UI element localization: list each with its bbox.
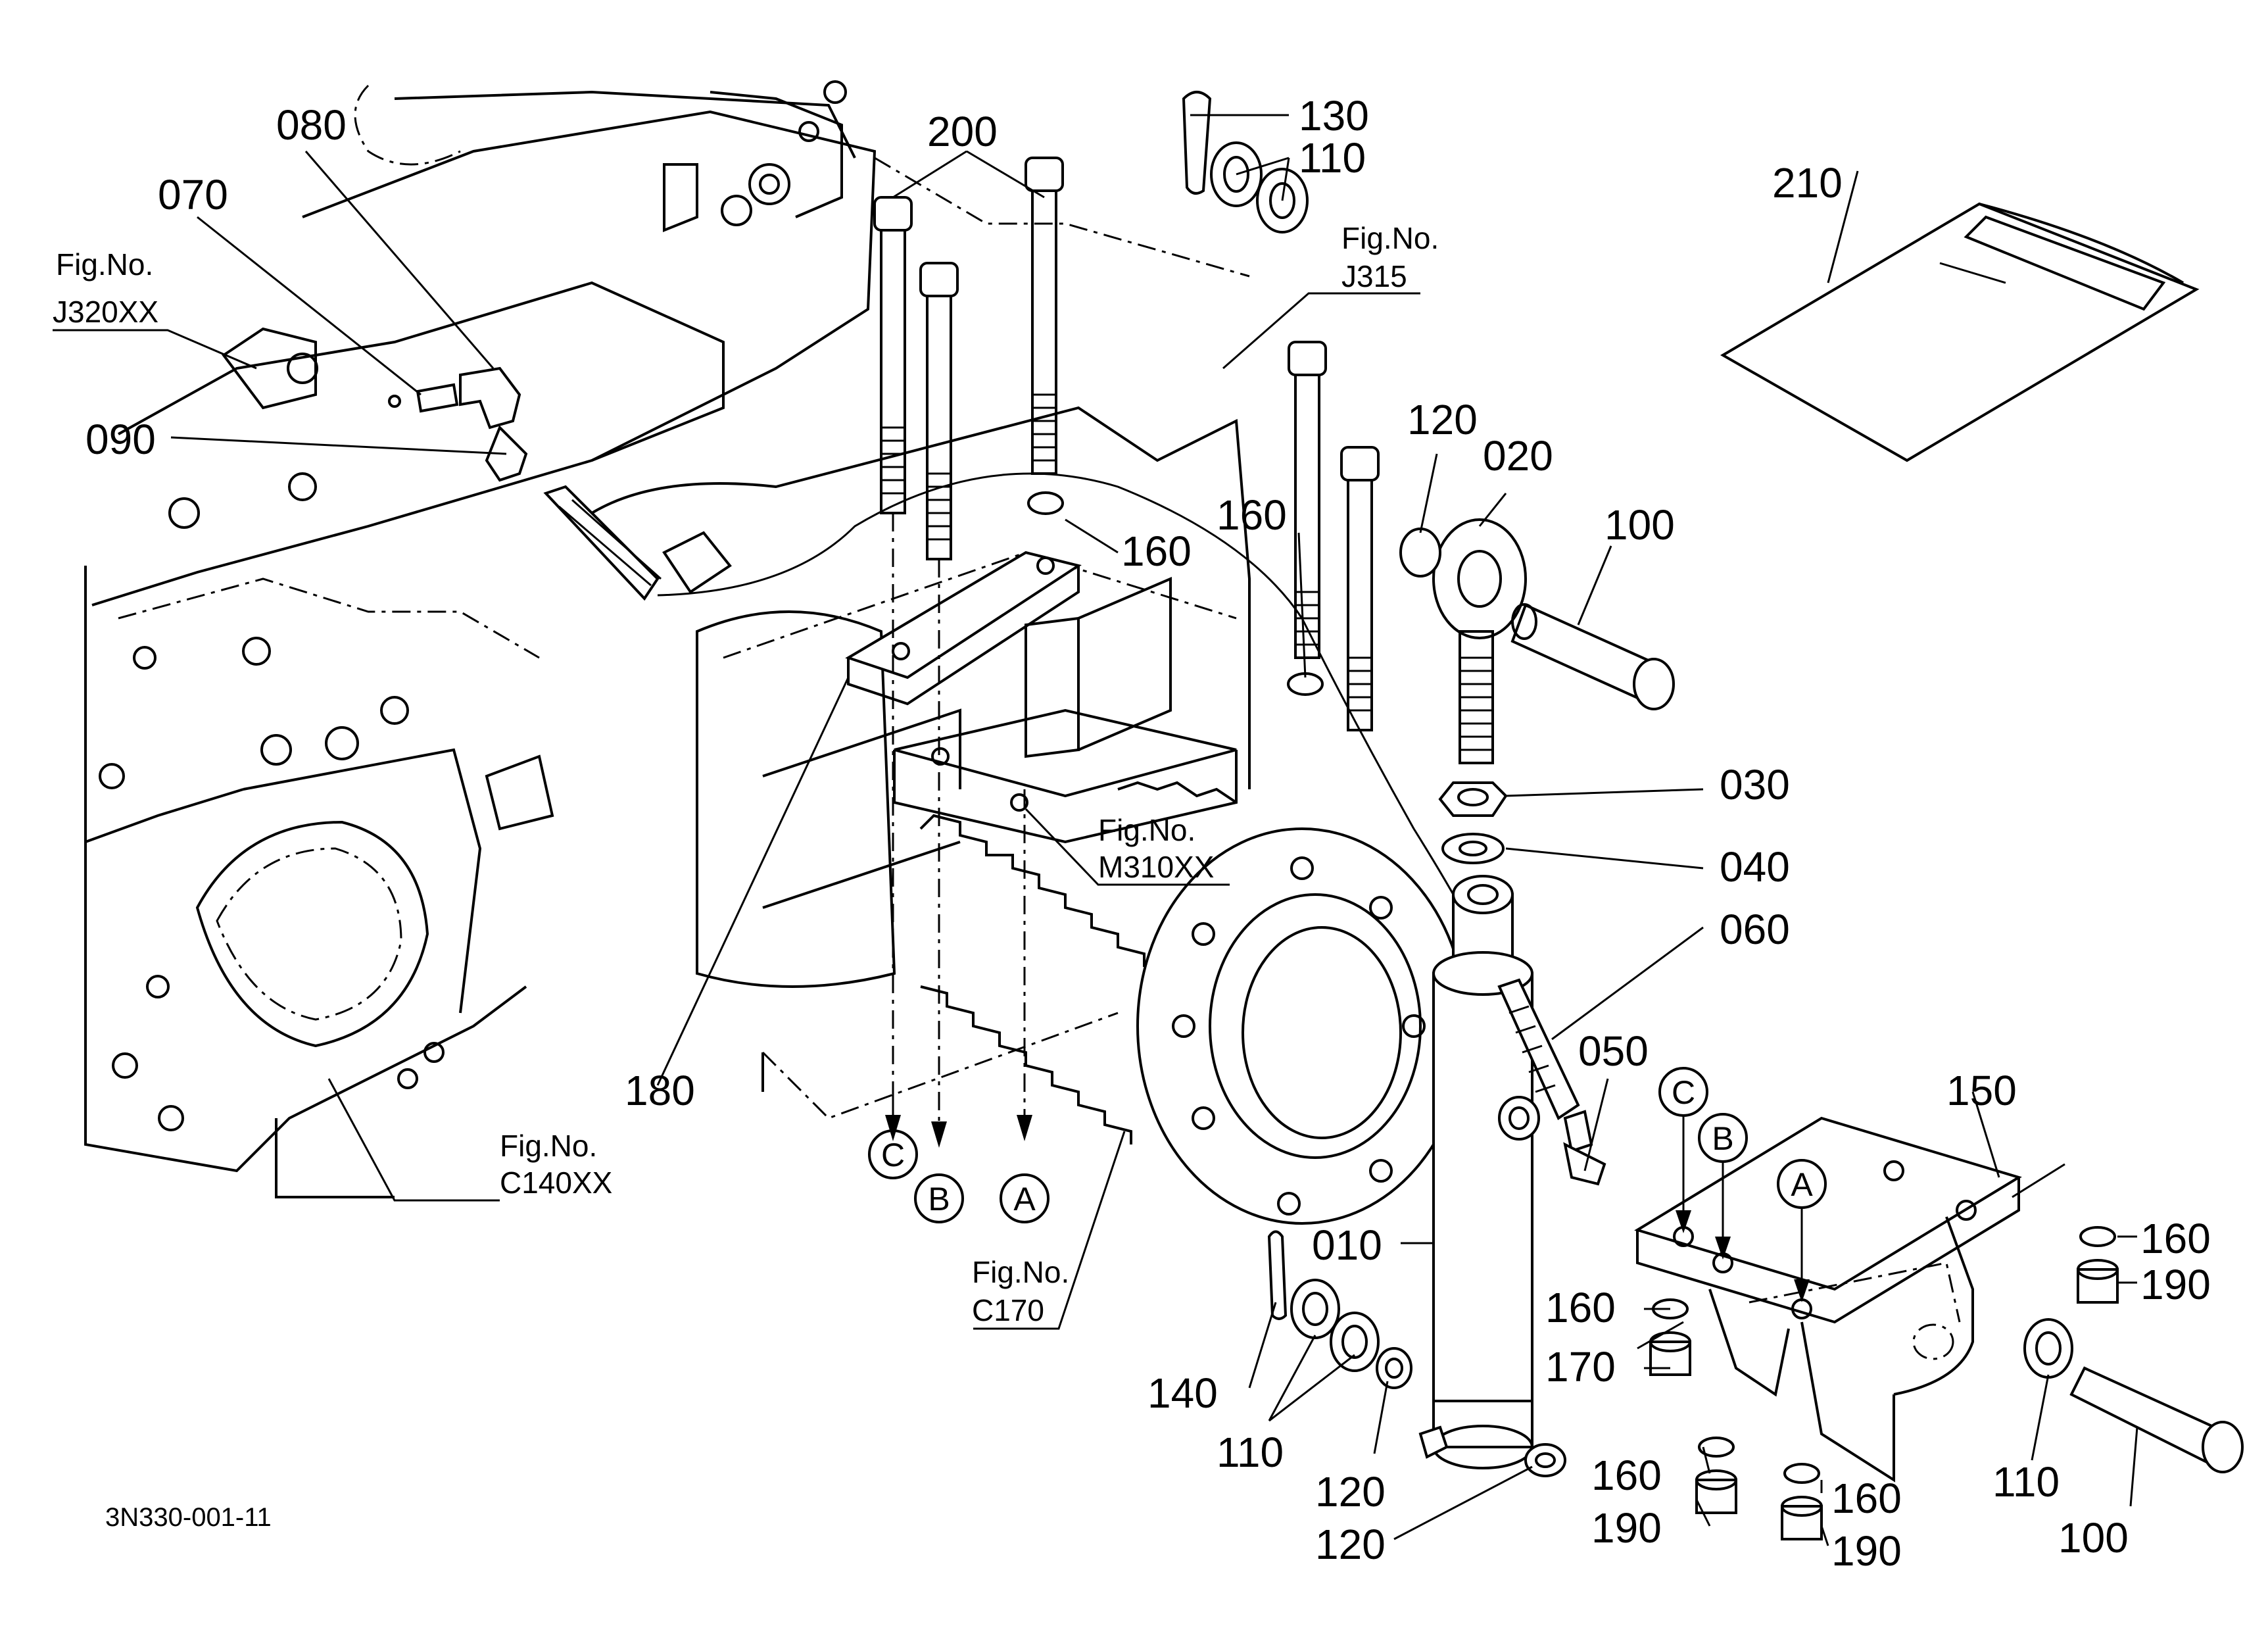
marker-left-c: C bbox=[881, 1137, 905, 1173]
callout-130: 130 bbox=[1299, 92, 1369, 139]
callout-190: 190 bbox=[2140, 1261, 2211, 1308]
fig-ref-j315-number: J315 bbox=[1341, 259, 1407, 293]
callout-120: 120 bbox=[1407, 396, 1478, 443]
callout-110: 110 bbox=[1299, 134, 1366, 182]
hose-fitting-assembly bbox=[388, 366, 1501, 987]
callout-160: 160 bbox=[1831, 1475, 1902, 1522]
callout-160: 160 bbox=[1545, 1284, 1616, 1331]
fig-ref-m310-label: Fig.No. bbox=[1098, 813, 1195, 847]
drawing-code: 3N330-001-11 bbox=[105, 1503, 272, 1532]
callout-160: 160 bbox=[1591, 1452, 1662, 1499]
callout-160: 160 bbox=[1121, 528, 1192, 575]
fig-ref-j320-number: J320XX bbox=[53, 295, 158, 329]
callout-120: 120 bbox=[1315, 1468, 1386, 1515]
rod-end-and-pin bbox=[1399, 518, 1675, 864]
callout-110: 110 bbox=[1992, 1458, 2060, 1506]
callout-040: 040 bbox=[1720, 843, 1790, 891]
callout-030: 030 bbox=[1720, 761, 1790, 808]
marker-left-b: B bbox=[928, 1181, 950, 1217]
callout-190: 190 bbox=[1591, 1504, 1662, 1552]
fig-ref-j320-label: Fig.No. bbox=[56, 247, 153, 282]
callout-020: 020 bbox=[1483, 432, 1553, 479]
callout-060: 060 bbox=[1720, 906, 1790, 953]
callout-050: 050 bbox=[1578, 1027, 1649, 1075]
hydraulic-cylinder-010 bbox=[1418, 875, 1606, 1477]
tie-bolts-200 bbox=[873, 157, 1380, 1148]
marker-right-c: C bbox=[1672, 1074, 1695, 1111]
transmission-housing-drawing bbox=[84, 80, 1468, 1225]
callout-100: 100 bbox=[2058, 1514, 2129, 1561]
marker-right-a: A bbox=[1791, 1166, 1813, 1203]
callout-160: 160 bbox=[1217, 491, 1287, 539]
pin-and-washers-upper bbox=[1182, 91, 1309, 234]
callout-150: 150 bbox=[1946, 1067, 2017, 1114]
figure-references: Fig.No. J320XX Fig.No. J315 Fig.No. M310… bbox=[53, 221, 1439, 1327]
callout-100: 100 bbox=[1604, 501, 1675, 549]
fig-ref-m310-number: M310XX bbox=[1098, 850, 1214, 884]
callout-180: 180 bbox=[625, 1067, 695, 1114]
callout-210: 210 bbox=[1772, 159, 1843, 207]
callout-170: 170 bbox=[1545, 1343, 1616, 1390]
fig-ref-j315-label: Fig.No. bbox=[1341, 221, 1439, 255]
callout-160: 160 bbox=[2140, 1215, 2211, 1262]
part-callouts: 080 070 090 200 130 110 210 120 020 100 … bbox=[85, 92, 2211, 1575]
marker-left-a: A bbox=[1013, 1181, 1036, 1217]
callout-110: 110 bbox=[1217, 1429, 1284, 1476]
fig-ref-c140-label: Fig.No. bbox=[500, 1129, 597, 1163]
callout-010: 010 bbox=[1312, 1221, 1382, 1269]
callout-070: 070 bbox=[158, 171, 228, 218]
instruction-sheet-210 bbox=[1720, 202, 2200, 462]
callout-leader-lines bbox=[53, 114, 2138, 1546]
fig-ref-c170-label: Fig.No. bbox=[972, 1255, 1069, 1289]
mounting-bracket-150 bbox=[1634, 1116, 2065, 1483]
marker-right-b: B bbox=[1712, 1120, 1733, 1157]
callout-080: 080 bbox=[276, 101, 347, 149]
pin-and-washers-lower-left bbox=[1267, 1230, 1412, 1389]
callout-190: 190 bbox=[1831, 1527, 1902, 1575]
fig-ref-c140-number: C140XX bbox=[500, 1166, 612, 1200]
callout-120: 120 bbox=[1315, 1521, 1386, 1568]
fig-ref-c170-number: C170 bbox=[972, 1293, 1044, 1327]
callout-140: 140 bbox=[1147, 1369, 1218, 1417]
connection-markers: C B A C B A bbox=[868, 1067, 1827, 1302]
callout-200: 200 bbox=[927, 108, 998, 155]
callout-090: 090 bbox=[85, 416, 156, 463]
nuts-and-washers bbox=[1649, 1226, 2244, 1540]
